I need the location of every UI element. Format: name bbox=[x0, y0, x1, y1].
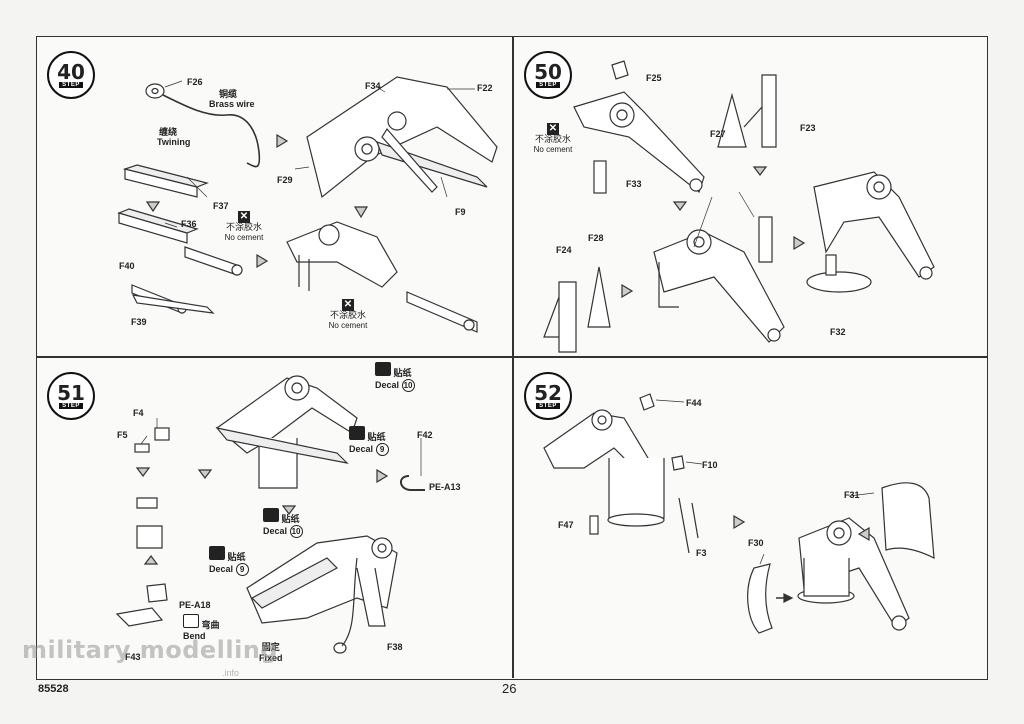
decal-callout: 贴纸 Decal 9 bbox=[209, 546, 249, 576]
part-label: F3 bbox=[696, 548, 707, 558]
part-label: F24 bbox=[556, 245, 572, 255]
bend-icon bbox=[183, 614, 199, 628]
part-label: Twining bbox=[157, 137, 191, 147]
note-en: No cement bbox=[224, 233, 264, 242]
decal-cn: 贴纸 bbox=[367, 433, 386, 443]
part-label: F37 bbox=[213, 201, 229, 211]
step-number: 50 bbox=[534, 59, 562, 84]
step-52-panel: 52 STEP F44 F10 F47 F3 F31 F30 bbox=[514, 358, 989, 678]
part-label: PE-A18 bbox=[179, 600, 211, 610]
part-label: 缠绕 bbox=[159, 128, 178, 138]
part-label: F27 bbox=[710, 129, 726, 139]
step-number: 40 bbox=[57, 59, 85, 84]
decal-icon bbox=[349, 426, 365, 440]
part-label: F28 bbox=[588, 233, 604, 243]
step-40-drawing bbox=[117, 76, 498, 333]
part-label: F40 bbox=[119, 261, 135, 271]
decal-number: 10 bbox=[401, 379, 415, 392]
decal-en: Decal bbox=[375, 380, 400, 390]
step-badge: 51 STEP bbox=[47, 372, 95, 420]
decal-cn: 贴纸 bbox=[281, 515, 300, 525]
note-en: No cement bbox=[328, 321, 368, 330]
part-label: F33 bbox=[626, 179, 642, 189]
bend-cn: 弯曲 bbox=[201, 621, 220, 631]
part-label: PE-A13 bbox=[429, 482, 461, 492]
decal-callout: 贴纸 Decal 10 bbox=[375, 362, 415, 392]
part-label: F32 bbox=[830, 327, 846, 337]
step-badge: 40 STEP bbox=[47, 51, 95, 99]
part-label: F31 bbox=[844, 490, 860, 500]
horizontal-divider bbox=[36, 356, 987, 358]
step-number: 52 bbox=[534, 380, 562, 405]
part-label: F26 bbox=[187, 77, 203, 87]
decal-cn: 贴纸 bbox=[227, 553, 246, 563]
part-label: F5 bbox=[117, 430, 128, 440]
fixed-en: Fixed bbox=[259, 653, 283, 663]
decal-icon bbox=[209, 546, 225, 560]
fixed-cn: 固定 bbox=[261, 643, 280, 653]
note-cn: 不涂胶水 bbox=[329, 311, 366, 321]
step-50-panel: 50 STEP F25 F27 F23 F33 F24 F28 F32 ✕ 不涂… bbox=[514, 37, 989, 357]
part-label: F34 bbox=[365, 81, 381, 91]
decal-number: 9 bbox=[375, 443, 389, 456]
page-number: 26 bbox=[502, 681, 517, 696]
part-label: F38 bbox=[387, 642, 403, 652]
step-word: STEP bbox=[59, 402, 83, 409]
step-50-drawing bbox=[543, 60, 935, 353]
part-label: F22 bbox=[477, 83, 493, 93]
decal-callout: 贴纸 Decal 9 bbox=[349, 426, 389, 456]
bend-en: Bend bbox=[183, 631, 206, 641]
step-number: 51 bbox=[57, 380, 85, 405]
no-cement-note: ✕ 不涂胶水 No cement bbox=[219, 211, 269, 243]
step-word: STEP bbox=[536, 402, 560, 409]
step-badge: 50 STEP bbox=[524, 51, 572, 99]
part-label: 铜缆 bbox=[219, 90, 238, 100]
step-word: STEP bbox=[536, 81, 560, 88]
no-cement-icon: ✕ bbox=[342, 299, 354, 311]
no-cement-note: ✕ 不涂胶水 No cement bbox=[323, 299, 373, 331]
part-label: F39 bbox=[131, 317, 147, 327]
kit-code: 85528 bbox=[38, 683, 69, 695]
part-label: F29 bbox=[277, 175, 293, 185]
note-en: No cement bbox=[533, 145, 573, 154]
no-cement-icon: ✕ bbox=[547, 123, 559, 135]
part-label: F43 bbox=[125, 652, 141, 662]
step-52-drawing bbox=[543, 393, 935, 634]
part-label: F4 bbox=[133, 408, 144, 418]
step-51-panel: 51 STEP F4 F5 贴纸 Decal 10 贴纸 Decal 9 F42… bbox=[37, 358, 512, 678]
fixed-callout: 固定 Fixed bbox=[259, 640, 283, 663]
part-label: F47 bbox=[558, 520, 574, 530]
part-label: F25 bbox=[646, 73, 662, 83]
part-label: F36 bbox=[181, 219, 197, 229]
no-cement-icon: ✕ bbox=[238, 211, 250, 223]
decal-icon bbox=[263, 508, 279, 522]
part-label: F30 bbox=[748, 538, 764, 548]
decal-cn: 贴纸 bbox=[393, 369, 412, 379]
bend-callout: 弯曲 Bend bbox=[183, 614, 220, 641]
part-label: F44 bbox=[686, 398, 702, 408]
decal-callout: 贴纸 Decal 10 bbox=[263, 508, 303, 538]
part-label: F9 bbox=[455, 207, 466, 217]
no-cement-note: ✕ 不涂胶水 No cement bbox=[528, 123, 578, 155]
watermark: military modelling bbox=[22, 636, 279, 664]
decal-icon bbox=[375, 362, 391, 376]
decal-en: Decal bbox=[263, 526, 288, 536]
note-cn: 不涂胶水 bbox=[225, 223, 262, 233]
part-label: F10 bbox=[702, 460, 718, 470]
watermark-sub: .info bbox=[222, 668, 240, 678]
decal-number: 10 bbox=[289, 525, 303, 538]
step-40-panel: 40 STEP F26 铜缆 Brass wire 缠绕 Twining F34… bbox=[37, 37, 512, 357]
step-word: STEP bbox=[59, 81, 83, 88]
step-51-drawing bbox=[115, 375, 425, 654]
part-label: Brass wire bbox=[209, 99, 255, 109]
part-label: F42 bbox=[417, 430, 433, 440]
step-badge: 52 STEP bbox=[524, 372, 572, 420]
decal-en: Decal bbox=[349, 444, 374, 454]
part-label: F23 bbox=[800, 123, 816, 133]
decal-en: Decal bbox=[209, 564, 234, 574]
decal-number: 9 bbox=[235, 563, 249, 576]
note-cn: 不涂胶水 bbox=[534, 135, 571, 145]
